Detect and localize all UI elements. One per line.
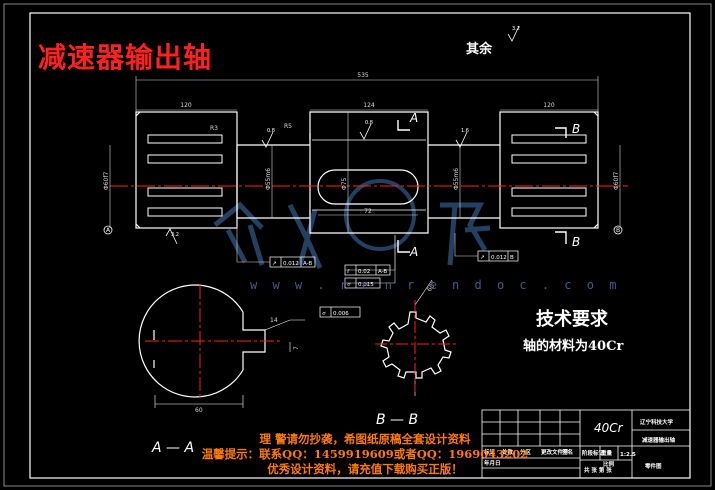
tb-scale: 1:2.5 [620, 452, 636, 458]
dim-dia-right: Φ60f7 [613, 172, 620, 190]
roughness-symbols [165, 25, 520, 245]
tech-requirements-title: 技术要求 [536, 309, 608, 330]
tb-cell-4: 更改文件号 [541, 448, 569, 456]
dim-key-width: 14 [270, 317, 278, 324]
tb-stage: 阶段标记 [582, 449, 605, 457]
roughness-2: 0.8 [365, 120, 373, 126]
datum-marker-left [103, 225, 113, 235]
dim-dia-left: Φ60f7 [103, 172, 110, 190]
tb-cell-2: 处数 [501, 448, 514, 456]
tol-3-symbol: ⫽ [346, 268, 350, 275]
dim-dia-center: Φ75 [341, 177, 348, 190]
dim-overall-length: 535 [357, 72, 369, 79]
tol-6-symbol: ↗ [480, 255, 485, 261]
tb-cell-6: 年月日 [484, 459, 501, 467]
tol-1-value: 0.012 [283, 261, 299, 267]
right-journal [428, 144, 500, 219]
section-a-bottom: A [409, 245, 418, 259]
dim-chamfer-right: R5 [284, 123, 292, 130]
dim-section-width: 60 [195, 407, 203, 414]
tb-university: 辽宁科技大学 [640, 418, 674, 426]
right-spline-section [499, 111, 599, 229]
tb-drawing-type: 零件图 [644, 462, 662, 470]
rest-roughness-value: 3.2 [512, 26, 520, 32]
section-bb-label: B — B [376, 412, 418, 428]
inner-border [29, 12, 691, 479]
notice-line-1: 理 警请勿抄袭，希图纸原稿全套设计资料 [259, 432, 471, 446]
datum-right: B [616, 227, 620, 234]
roughness-4: 3.2 [171, 232, 179, 238]
tb-sheet: 共 张 第 张 [584, 466, 612, 474]
tol-6-value: 0.012 [491, 255, 507, 261]
dimensions [109, 76, 621, 284]
material-note: 轴的材料为40Cr [523, 339, 624, 354]
tol-1-symbol: ↗ [272, 261, 277, 267]
dim-keyway: 72 [364, 208, 372, 215]
tb-part-name: 减速器输出轴 [642, 436, 676, 444]
dim-key-depth: 7 [293, 346, 300, 350]
tol-4-symbol: ⌭ [347, 282, 351, 288]
tol-5-symbol: ⌭ [322, 311, 326, 317]
dim-dia-journal-right: Φ55m6 [453, 168, 460, 190]
datum-marker-right [613, 225, 623, 235]
tb-cell-1: 标记 [483, 448, 496, 456]
tb-weight: 重量 [601, 449, 613, 457]
left-journal [236, 144, 310, 219]
tol-5-value: 0.006 [333, 311, 349, 317]
tol-3-datum: A-B [378, 269, 387, 275]
surface-finish-rest: 其余 [466, 42, 493, 57]
roughness-1: 0.8 [267, 128, 275, 134]
shaft-main-view [135, 111, 599, 234]
watermark-url: w w w . r e n r e n d o c . c o m [250, 278, 621, 292]
tb-ratio: 比例 [603, 460, 615, 468]
tol-3-value: 0.02 [358, 269, 370, 275]
dim-spline-angle: 60° [426, 280, 438, 293]
section-a-top: A [409, 111, 418, 125]
notice-line-2: 温馨提示：联系QQ：1459919609或者QQ：1969043202 [201, 447, 529, 461]
section-bb-view [380, 279, 452, 396]
datum-left: A [106, 227, 111, 234]
tol-1-datum: A-B [303, 261, 312, 267]
dim-left-spline: 120 [180, 102, 192, 109]
dim-chamfer-left: R3 [210, 125, 218, 132]
title-block [481, 409, 691, 479]
section-aa-view [138, 284, 305, 408]
section-aa-label: A — A [151, 440, 194, 456]
dim-center: 124 [363, 102, 375, 109]
keyway [317, 169, 419, 205]
drawing-title: 减速器输出轴 [38, 41, 213, 74]
tb-cell-5: 签名 [561, 448, 573, 456]
tol-4-value: 0.015 [358, 282, 374, 288]
tolerance-frames [269, 250, 519, 318]
outer-border [3, 3, 712, 487]
section-b-bottom: B [572, 235, 580, 249]
dim-right-spline: 120 [543, 102, 555, 109]
tol-6-datum: B [510, 255, 514, 261]
roughness-3: 1.6 [461, 128, 469, 134]
tb-material: 40Cr [594, 421, 624, 435]
section-b-top: B [572, 122, 580, 136]
watermark-logo [213, 179, 491, 269]
center-section [309, 111, 429, 234]
tb-cell-3: 分区 [520, 448, 532, 456]
notice-line-3: 优秀设计资料，请充值下载购买正版！ [267, 462, 463, 476]
dim-dia-journal: Φ55m6 [265, 168, 272, 190]
